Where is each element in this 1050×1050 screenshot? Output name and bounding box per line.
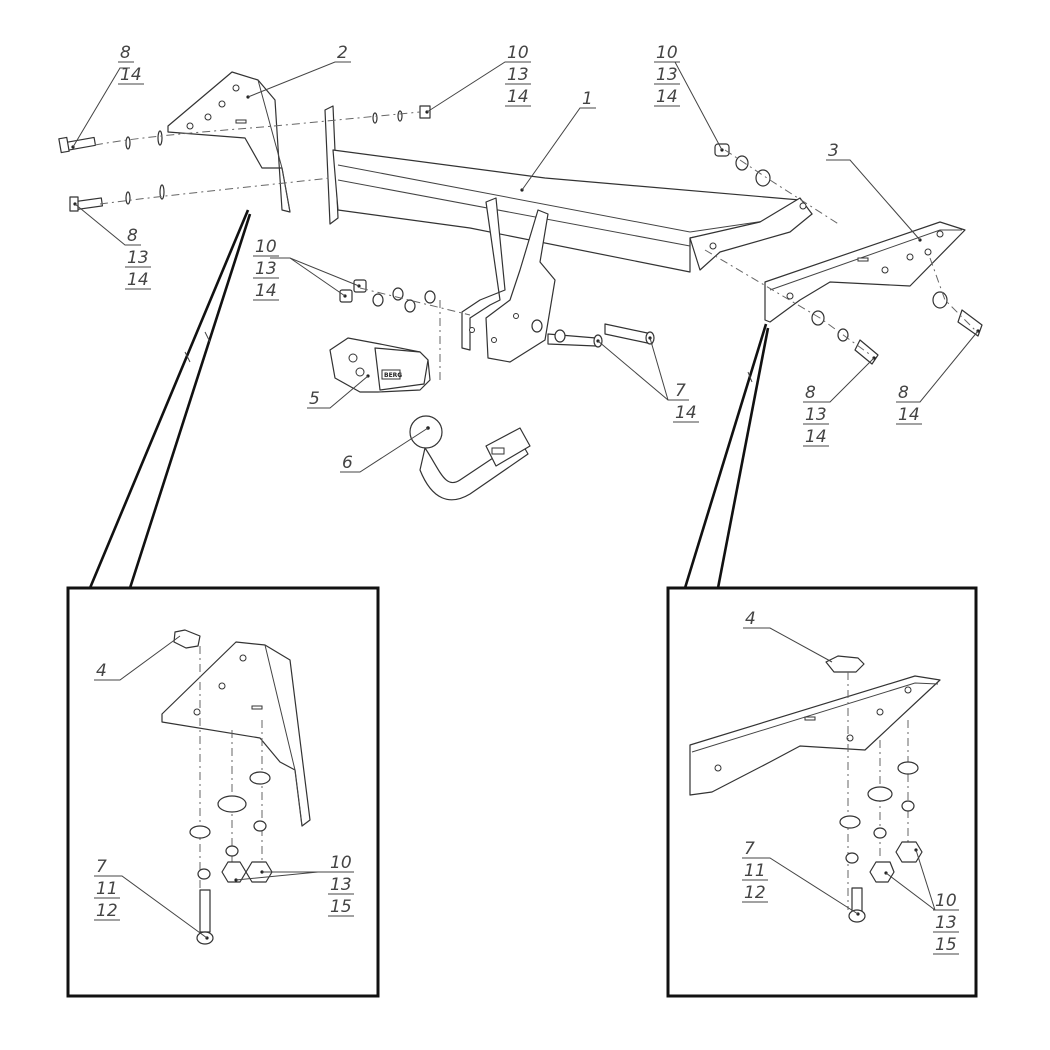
callout-c10a-line-0: 10 bbox=[507, 43, 529, 63]
callout-c7l-line-0: 7 bbox=[96, 857, 107, 877]
callout-c8a-line-0: 8 bbox=[120, 43, 131, 63]
right-bracket-part-3 bbox=[764, 221, 966, 323]
left-bracket-part-2 bbox=[167, 71, 291, 213]
callout-c7r-line-0: 7 bbox=[744, 839, 755, 859]
socket-bracket-part-5: BERG bbox=[329, 337, 431, 393]
callout-c8c-line-2: 14 bbox=[805, 427, 827, 447]
right-detail-frame bbox=[666, 586, 978, 998]
callout-c10l-line-1: 13 bbox=[330, 875, 352, 895]
right-detail-assembly bbox=[689, 655, 941, 923]
callout-c7l-line-1: 11 bbox=[96, 879, 118, 899]
callout-c7l-line-2: 12 bbox=[96, 901, 118, 921]
left-detail-frame bbox=[66, 586, 380, 998]
callout-c8b-line-1: 13 bbox=[127, 248, 149, 268]
socket-brand-label: BERG bbox=[384, 372, 402, 379]
callout-c8b-line-2: 14 bbox=[127, 270, 149, 290]
callout-c7a-line-1: 14 bbox=[675, 403, 697, 423]
callout-c1-line-0: 1 bbox=[582, 89, 593, 109]
callout-c10l-line-2: 15 bbox=[330, 897, 352, 917]
callout-c2-line-0: 2 bbox=[337, 43, 348, 63]
callout-c10r-line-2: 15 bbox=[935, 935, 957, 955]
callout-c7r-line-1: 11 bbox=[744, 861, 766, 881]
callout-c10c-line-1: 13 bbox=[255, 259, 277, 279]
crossbar-part-1 bbox=[324, 105, 813, 273]
callout-c10b-line-0: 10 bbox=[656, 43, 678, 63]
callout-c6-line-0: 6 bbox=[342, 453, 353, 473]
callout-c4r-line-0: 4 bbox=[745, 609, 756, 629]
callout-c10c-line-0: 10 bbox=[255, 237, 277, 257]
callout-c5-line-0: 5 bbox=[309, 389, 320, 409]
callout-c10b-line-2: 14 bbox=[656, 87, 678, 107]
callout-c7a-line-0: 7 bbox=[675, 381, 686, 401]
callout-c8c-line-1: 13 bbox=[805, 405, 827, 425]
callout-c10a-line-2: 14 bbox=[507, 87, 529, 107]
callout-c8d-line-0: 8 bbox=[898, 383, 909, 403]
callout-c8b-line-0: 8 bbox=[127, 226, 138, 246]
callout-c10b-line-1: 13 bbox=[656, 65, 678, 85]
callout-c3-line-0: 3 bbox=[828, 141, 839, 161]
callout-c10r-line-0: 10 bbox=[935, 891, 957, 911]
left-detail-assembly bbox=[161, 629, 311, 945]
detail-view-wedges bbox=[88, 209, 770, 589]
callout-c8a-line-1: 14 bbox=[120, 65, 142, 85]
callout-c10r-line-1: 13 bbox=[935, 913, 957, 933]
callout-c8c-line-0: 8 bbox=[805, 383, 816, 403]
callout-c10l-line-0: 10 bbox=[330, 853, 352, 873]
callout-c7r-line-2: 12 bbox=[744, 883, 766, 903]
callout-c4l-line-0: 4 bbox=[96, 661, 107, 681]
callout-labels: 1238148131410131410131410131456714813148… bbox=[94, 43, 959, 955]
assembly-centerlines bbox=[94, 111, 976, 380]
callout-c10c-line-2: 14 bbox=[255, 281, 277, 301]
callout-c10a-line-1: 13 bbox=[507, 65, 529, 85]
callout-c8d-line-1: 14 bbox=[898, 405, 920, 425]
